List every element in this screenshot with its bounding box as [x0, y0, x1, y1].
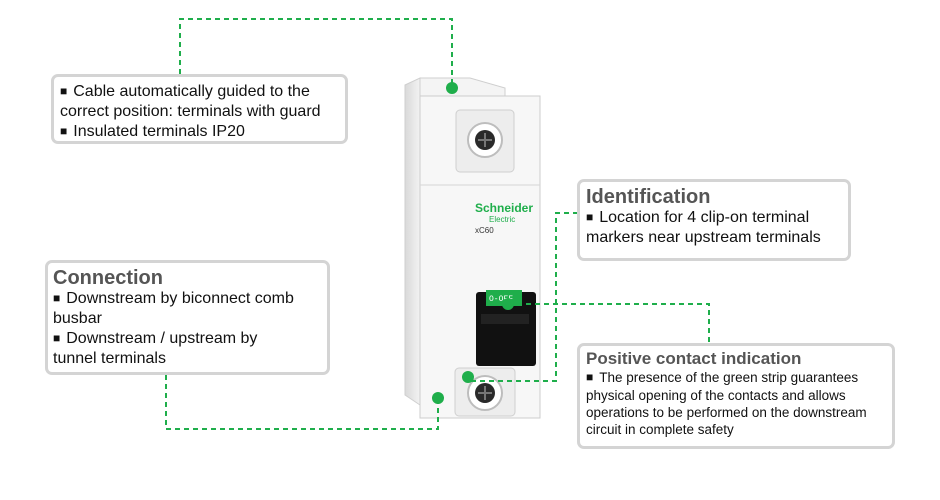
callout-line: ■Location for 4 clip-on terminal — [586, 209, 810, 226]
callout-connection: Connection ■Downstream by biconnect comb… — [45, 260, 330, 375]
callout-identification: Identification ■Location for 4 clip-on t… — [577, 179, 851, 261]
marker-dot-positive-contact — [502, 298, 514, 310]
callout-line: circuit in complete safety — [586, 422, 734, 437]
bullet-square-icon: ■ — [53, 331, 61, 345]
circuit-breaker — [404, 77, 541, 419]
leader-line-identification — [468, 212, 578, 382]
callout-positive-contact: Positive contact indication ■The presenc… — [577, 343, 895, 449]
marker-dot-connection — [432, 392, 444, 404]
callout-line: ■The presence of the green strip guarant… — [586, 370, 859, 385]
callout-line: physical opening of the contacts and all… — [586, 388, 846, 403]
bullet-square-icon: ■ — [586, 210, 594, 224]
marker-dot-cable — [446, 82, 458, 94]
callout-line: correct position: terminals with guard — [60, 103, 321, 120]
callout-line: ■Downstream by biconnect comb — [53, 290, 294, 307]
bullet-square-icon: ■ — [53, 291, 61, 305]
marker-dot-identification — [462, 371, 474, 383]
bullet-square-icon: ■ — [60, 84, 68, 98]
callout-line: markers near upstream terminals — [586, 229, 821, 246]
switch-label: O-OFF — [489, 295, 513, 304]
callout-line: operations to be performed on the downst… — [586, 405, 867, 420]
callout-title: Connection — [53, 267, 163, 289]
bullet-square-icon: ■ — [60, 124, 68, 138]
callout-cable-guard: ■Cable automatically guided to the corre… — [51, 74, 348, 144]
callout-line: ■Cable automatically guided to the — [60, 83, 310, 100]
leader-line-positive-contact — [508, 303, 710, 343]
callout-title: Positive contact indication — [586, 349, 802, 368]
leader-line-connection — [165, 375, 439, 430]
callout-line: ■Downstream / upstream by — [53, 330, 258, 347]
callout-line: ■Insulated terminals IP20 — [60, 123, 245, 140]
leader-line-cable — [179, 18, 453, 86]
brand-logo-sub: Electric — [489, 215, 515, 224]
model-label: xC60 — [475, 226, 494, 235]
callout-line: tunnel terminals — [53, 350, 166, 367]
brand-logo: Schneider — [475, 201, 533, 215]
bullet-square-icon: ■ — [586, 370, 594, 384]
callout-title: Identification — [586, 186, 711, 208]
callout-line: busbar — [53, 310, 102, 327]
